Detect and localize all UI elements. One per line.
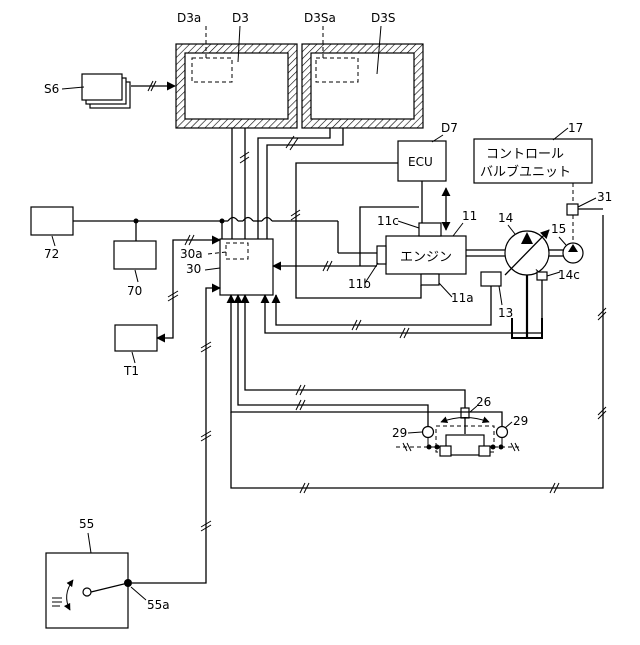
ecu-label: ECU	[408, 155, 433, 169]
pressure-sensor-29-right	[497, 427, 508, 438]
label-29-left: 29	[392, 426, 407, 440]
label-70: 70	[127, 284, 142, 298]
box-70	[114, 241, 156, 269]
box-72	[31, 207, 73, 235]
label-s6: S6	[44, 82, 59, 96]
label-d3: D3	[232, 11, 249, 25]
hydraulic-tank	[512, 275, 542, 338]
label-d3sa: D3Sa	[304, 11, 336, 25]
lever-pivot	[83, 588, 91, 596]
display-d3	[176, 44, 297, 128]
engine-label: エンジン	[400, 250, 452, 265]
label-11: 11	[462, 209, 477, 223]
control-valve-label-line1: コントロール	[486, 147, 564, 162]
label-11c: 11c	[377, 214, 399, 228]
label-d7: D7	[441, 121, 458, 135]
display-d3s	[302, 44, 423, 128]
label-15: 15	[551, 222, 566, 236]
label-t1: T1	[123, 364, 139, 378]
label-55a: 55a	[147, 598, 170, 612]
engine-sensor-11c	[419, 223, 441, 236]
engine-sensor-11b	[377, 246, 386, 264]
label-55: 55	[79, 517, 94, 531]
label-14c: 14c	[558, 268, 580, 282]
label-d3s: D3S	[371, 11, 396, 25]
label-d3a: D3a	[177, 11, 201, 25]
label-29-right: 29	[513, 414, 528, 428]
label-11a: 11a	[451, 291, 474, 305]
label-30a: 30a	[180, 247, 203, 261]
box-t1	[115, 325, 157, 351]
sensor-13	[481, 272, 501, 286]
label-30: 30	[186, 262, 201, 276]
pressure-sensor-29-left	[423, 427, 434, 438]
label-13: 13	[498, 306, 513, 320]
sensor-55a	[124, 579, 132, 587]
sensor-14c	[537, 272, 547, 280]
label-72: 72	[44, 247, 59, 261]
label-17: 17	[568, 121, 583, 135]
label-31: 31	[597, 190, 612, 204]
sensor-31	[567, 204, 578, 215]
signal-lines	[73, 128, 606, 583]
controller-30-box	[220, 239, 273, 295]
label-26: 26	[476, 395, 491, 409]
engine-sensor-11a	[421, 274, 439, 285]
device-s6	[82, 74, 130, 108]
label-14: 14	[498, 211, 513, 225]
control-valve-label-line2: バルブユニット	[480, 164, 571, 180]
